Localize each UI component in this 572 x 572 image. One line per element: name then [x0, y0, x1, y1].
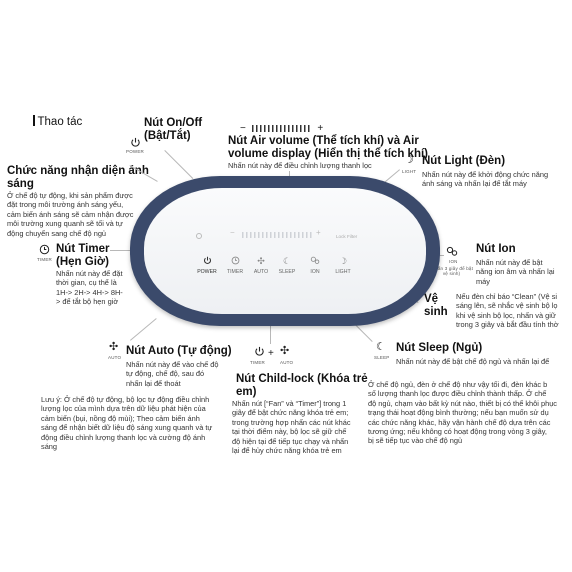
- panel-dot-icon: [196, 233, 202, 239]
- device-auto-label: AUTO: [253, 269, 269, 275]
- device-light-button[interactable]: ☽: [338, 256, 348, 266]
- ion-title: Nút Ion: [476, 243, 516, 255]
- timer-icon: [39, 244, 50, 258]
- sleep-title: Nút Sleep (Ngủ): [396, 342, 483, 354]
- device-frame: − + Lock Filter POWER TIMER ✣ AUTO ☾ SLE…: [130, 176, 440, 326]
- device-sleep-label: SLEEP: [278, 269, 296, 275]
- leader-timer: [110, 250, 130, 251]
- device-ion-label: ION: [310, 269, 320, 275]
- light-icon: ☽: [404, 154, 414, 166]
- volume-minus: −: [240, 123, 246, 134]
- device-timer-label: TIMER: [226, 269, 244, 275]
- section-bar: [33, 115, 35, 126]
- volume-plus: +: [317, 123, 324, 134]
- device-auto-button[interactable]: ✣: [257, 256, 265, 266]
- sleep-desc: Ở chế độ ngủ, đèn ở chế độ như vậy tối đ…: [368, 380, 557, 446]
- onoff-title: Nút On/Off(Bật/Tắt): [144, 117, 203, 142]
- volume-desc: Nhấn nút này để điều chỉnh lượng thanh l…: [228, 161, 372, 170]
- device-light-label: LIGHT: [335, 269, 351, 275]
- panel-volume-bar: [242, 232, 312, 238]
- leader-onoff: [164, 150, 194, 179]
- sleep-desc-short: Nhấn nút này để bật chế độ ngủ và nhấn l…: [396, 357, 550, 366]
- timer-title: Nút Timer(Hẹn Giờ): [56, 243, 110, 268]
- auto-note: Lưu ý: Ở chế độ tự động, bộ lọc tự động …: [41, 395, 213, 452]
- power-icon-label: POWER: [126, 149, 145, 154]
- childlock-auto-label: AUTO: [280, 360, 294, 365]
- leader-auto: [130, 318, 157, 341]
- ion-icon: [446, 246, 458, 260]
- auto-icon-label: AUTO: [108, 355, 122, 360]
- childlock-timer-label: TIMER: [250, 360, 265, 365]
- timer-icon-label: TIMER: [37, 257, 52, 262]
- childlock-timer-icon: [254, 346, 265, 360]
- panel-volume-plus-icon: +: [316, 228, 321, 237]
- childlock-auto-icon: ✣: [280, 345, 290, 357]
- device-timer-button[interactable]: [220, 256, 250, 268]
- light-title: Nút Light (Đèn): [422, 155, 506, 167]
- device-ion-button[interactable]: [300, 256, 330, 268]
- device-power-label: POWER: [197, 269, 217, 275]
- sleep-icon: ☾: [376, 341, 386, 353]
- auto-title: Nút Auto (Tự động): [126, 345, 232, 357]
- ion-icon-label: ION: [449, 259, 458, 264]
- section-title: Thao tác: [33, 115, 82, 129]
- power-icon: [130, 137, 141, 151]
- sleep-icon-label: SLEEP: [374, 355, 390, 360]
- childlock-plus: +: [268, 348, 274, 359]
- light-icon-label: LIGHT: [402, 169, 417, 174]
- panel-volume-minus-icon: −: [230, 228, 235, 237]
- auto-icon: ✣: [109, 341, 119, 353]
- panel-indicator-text: Lock Filter: [336, 234, 358, 239]
- volume-scale: − +: [240, 123, 323, 134]
- volume-bar: [251, 124, 312, 132]
- device-sleep-button[interactable]: ☾: [282, 256, 292, 266]
- device-power-button[interactable]: [192, 256, 222, 268]
- control-panel: − + Lock Filter POWER TIMER ✣ AUTO ☾ SLE…: [144, 188, 426, 314]
